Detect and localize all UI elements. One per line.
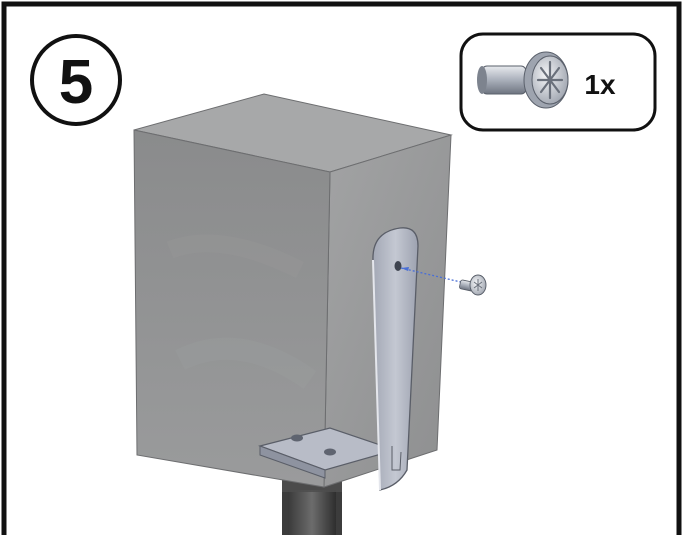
screw-icon — [477, 51, 569, 109]
parts-callout: 1x — [459, 32, 657, 132]
bracket-hole — [324, 448, 336, 456]
screw-in-place — [459, 274, 487, 296]
bracket-screw-hole — [394, 261, 402, 271]
step-number: 5 — [59, 48, 93, 117]
step-badge: 5 — [30, 34, 122, 126]
insertion-arrow — [400, 267, 466, 284]
base-bracket — [257, 427, 398, 479]
cabinet-box — [133, 93, 453, 488]
bracket-hole — [291, 434, 303, 442]
step-circle — [30, 34, 122, 126]
parts-quantity: 1x — [584, 69, 616, 100]
side-bracket — [372, 227, 419, 491]
